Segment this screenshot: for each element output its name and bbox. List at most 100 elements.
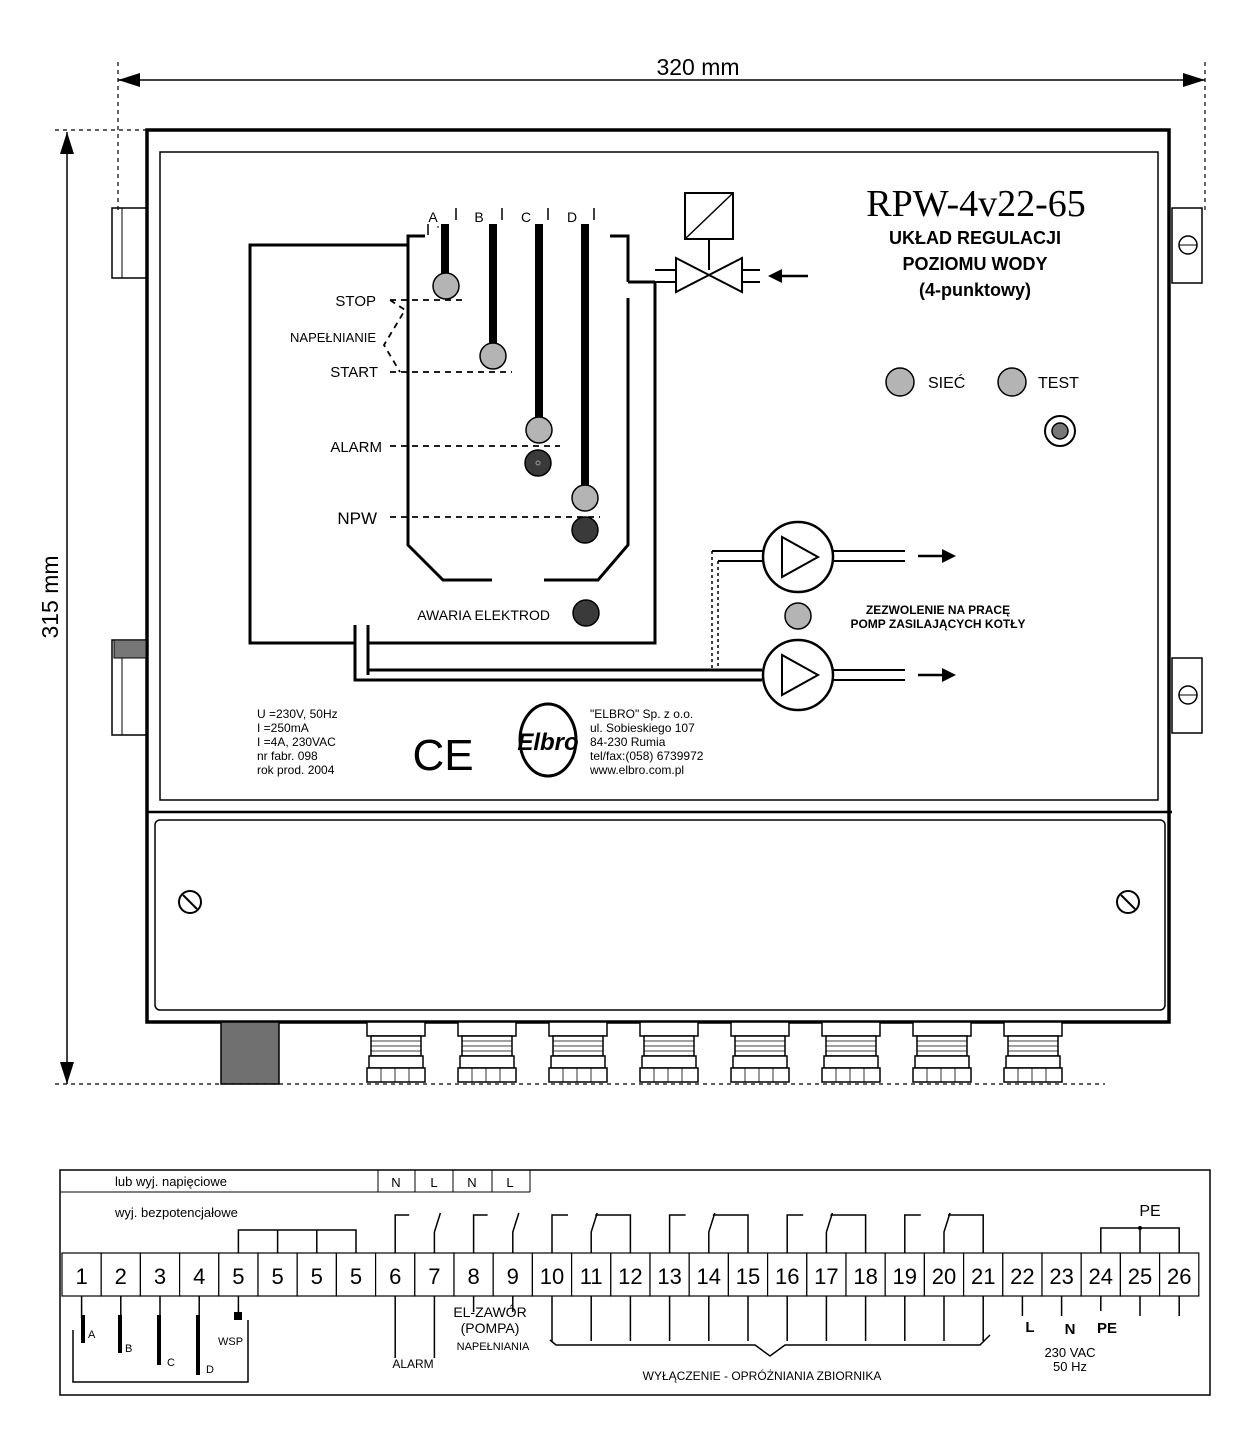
- supply-pe-label: PE: [1097, 1320, 1117, 1337]
- mains-label: SIEĆ: [928, 373, 965, 392]
- spec-serial: nr fabr. 098: [257, 749, 318, 763]
- logo-text: Elbro: [517, 729, 578, 756]
- common-bar: [237, 1229, 357, 1253]
- left-mount-bracket-top: [111, 207, 148, 279]
- header-l-2: L: [506, 1175, 513, 1190]
- terminal-number: 21: [971, 1264, 995, 1289]
- terminal-number: 8: [467, 1264, 479, 1289]
- outflow-arrow-icon: [918, 668, 956, 682]
- test-button[interactable]: [1044, 415, 1076, 447]
- cable-gland-icon: [1003, 1021, 1063, 1083]
- electrode-a: [427, 224, 460, 300]
- electrode-c: [525, 224, 553, 444]
- connector-block: [220, 1021, 280, 1085]
- supply-voltage: 230 VAC: [1044, 1345, 1095, 1360]
- npw-label: NPW: [337, 509, 377, 528]
- manufacturer-city: 84-230 Rumia: [590, 735, 666, 749]
- terminal-leads: [80, 1296, 1180, 1358]
- model-name: RPW-4v22-65: [866, 183, 1086, 225]
- terminal-number: 7: [428, 1264, 440, 1289]
- width-dimension: 320 mm: [117, 54, 1206, 210]
- terminal-cell: [531, 1252, 573, 1297]
- terminal-number: 17: [814, 1264, 838, 1289]
- electrode-a-tip: [432, 272, 460, 300]
- pump-permit-line-2: POMP ZASILAJĄCYCH KOTŁY: [850, 617, 1025, 631]
- height-dimension: 315 mm: [37, 129, 1105, 1085]
- terminal-number: 14: [697, 1264, 721, 1289]
- terminal-cell: [1080, 1252, 1121, 1297]
- manufacturer-phone: tel/fax:(058) 6739972: [590, 749, 704, 763]
- terminal-number: 16: [775, 1264, 799, 1289]
- relay-contact-changeover-icon: [904, 1212, 984, 1253]
- inflow-arrow-icon: [768, 269, 808, 283]
- wire-label-b: B: [125, 1343, 132, 1355]
- relay-contact-no-icon: [394, 1212, 442, 1253]
- emptying-brace: [549, 1334, 991, 1357]
- cover-screw-left: [178, 890, 202, 914]
- terminal-number: 2: [115, 1264, 127, 1289]
- header-l-1: L: [430, 1175, 437, 1190]
- header-n-1: N: [391, 1175, 400, 1190]
- terminal-strip: lub wyj. napięciowe wyj. bezpotencjałowe…: [59, 1169, 1211, 1396]
- pump-permit-lamp: [784, 602, 812, 630]
- supply-l-label: L: [1025, 1319, 1034, 1336]
- terminal-number: 3: [154, 1264, 166, 1289]
- electrode-d-tip: [571, 484, 599, 512]
- mains-lamp: [885, 367, 915, 397]
- cable-gland-icon: [730, 1021, 790, 1083]
- right-mount-bracket-top: [1171, 207, 1203, 284]
- relay-contact-changeover-icon: [668, 1212, 749, 1253]
- terminal-cell: [688, 1252, 730, 1297]
- npw-lamp: [571, 516, 599, 544]
- left-mount-bracket-bottom: [111, 639, 148, 736]
- pe-bridge: [1100, 1226, 1180, 1253]
- elbro-logo: Elbro: [517, 702, 579, 778]
- cable-gland-icon: [639, 1021, 699, 1083]
- terminal-number: 11: [580, 1264, 603, 1289]
- wire-label-c: C: [167, 1357, 175, 1369]
- voltage-outputs-header: lub wyj. napięciowe: [115, 1174, 227, 1189]
- terminal-number: 19: [893, 1264, 917, 1289]
- alarm-lamp-center: [535, 460, 541, 466]
- terminal-number: 9: [507, 1264, 519, 1289]
- cable-glands: [366, 1021, 1063, 1083]
- terminal-cell: [139, 1252, 181, 1297]
- header-n-2: N: [467, 1175, 476, 1190]
- terminal-number: 18: [853, 1264, 877, 1289]
- electrode-fault-label: AWARIA ELEKTROD: [417, 607, 550, 623]
- alarm-lamp: [524, 449, 552, 477]
- cable-gland-icon: [821, 1021, 881, 1083]
- spec-year: rok prod. 2004: [257, 763, 335, 777]
- manufacturer-name: "ELBRO" Sp. z o.o.: [590, 707, 693, 721]
- test-lamp: [997, 367, 1027, 397]
- electrode-d: [571, 224, 599, 512]
- height-label: 315 mm: [37, 555, 63, 638]
- potential-free-header: wyj. bezpotencjałowe: [114, 1205, 238, 1220]
- terminal-cell: [179, 1252, 220, 1297]
- pump-1-icon: [712, 520, 905, 594]
- cable-gland-icon: [912, 1021, 972, 1083]
- outflow-arrow-icon: [918, 549, 956, 563]
- terminal-cell: [375, 1252, 416, 1297]
- valve-label-2: (POMPA): [461, 1320, 520, 1336]
- electrode-label-d: D: [567, 209, 577, 225]
- emptying-label: WYŁĄCZENIE - OPRÓŻNIANIA ZBIORNIKA: [643, 1368, 882, 1383]
- supply-n-label: N: [1065, 1321, 1076, 1338]
- cable-gland-icon: [366, 1021, 426, 1083]
- spec-block: U =230V, 50Hz I =250mA I =4A, 230VAC nr …: [257, 707, 338, 777]
- solenoid-valve-icon: [655, 192, 760, 294]
- terminal-number: 10: [540, 1264, 564, 1289]
- terminal-number: 15: [736, 1264, 760, 1289]
- alarm-label: ALARM: [330, 439, 382, 456]
- electrode-label-c: C: [521, 209, 531, 225]
- ce-mark: CE: [412, 731, 473, 780]
- title-line-1: UKŁAD REGULACJI: [889, 228, 1061, 248]
- wire-label-d: D: [206, 1364, 214, 1376]
- terminal-cell: [610, 1252, 651, 1297]
- electrode-fault-lamp: [572, 599, 600, 627]
- pe-header: PE: [1139, 1203, 1160, 1220]
- electrode-b: [479, 224, 507, 370]
- stop-label: STOP: [335, 293, 376, 310]
